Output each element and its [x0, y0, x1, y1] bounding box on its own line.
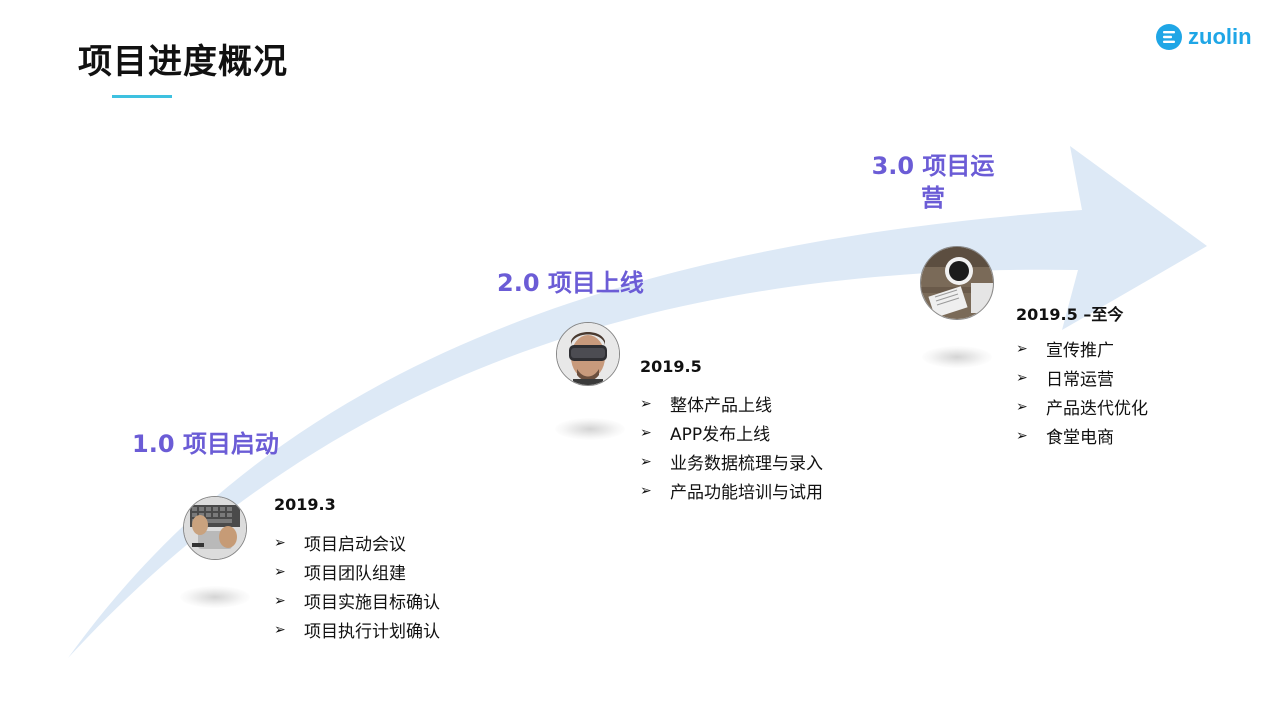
list-item: ➢ 业务数据梳理与录入: [640, 447, 823, 476]
arrow-bullet-icon: ➢: [1016, 398, 1028, 415]
list-item: ➢ 食堂电商: [1016, 421, 1148, 450]
arrow-bullet-icon: ➢: [274, 563, 286, 580]
task-label: 产品迭代优化: [1046, 399, 1148, 419]
arrow-bullet-icon: ➢: [274, 592, 286, 609]
list-item: ➢ 宣传推广: [1016, 334, 1148, 363]
arrow-bullet-icon: ➢: [640, 453, 652, 470]
stage-3-task-list: ➢ 宣传推广 ➢ 日常运营 ➢ 产品迭代优化 ➢ 食堂电商: [1016, 334, 1148, 450]
arrow-bullet-icon: ➢: [640, 424, 652, 441]
stage-2-title: 2.0 项目上线: [497, 269, 644, 297]
task-label: 食堂电商: [1046, 428, 1114, 448]
task-label: 项目实施目标确认: [304, 593, 440, 613]
arrow-bullet-icon: ➢: [1016, 340, 1028, 357]
arrow-bullet-icon: ➢: [274, 534, 286, 551]
arrow-bullet-icon: ➢: [640, 395, 652, 412]
stage-2-date: 2019.5: [640, 357, 702, 376]
task-label: APP发布上线: [670, 425, 771, 445]
brand-logo: zuolin: [1156, 24, 1252, 50]
stage-2-photo-shadow: [555, 418, 625, 440]
list-item: ➢ 产品迭代优化: [1016, 392, 1148, 421]
task-label: 整体产品上线: [670, 396, 772, 416]
laptop-typing-photo: [183, 496, 247, 560]
task-label: 宣传推广: [1046, 341, 1114, 361]
stage-1-title: 1.0 项目启动: [132, 430, 279, 458]
task-label: 项目执行计划确认: [304, 622, 440, 642]
list-item: ➢ 日常运营: [1016, 363, 1148, 392]
stage-1-task-list: ➢ 项目启动会议 ➢ 项目团队组建 ➢ 项目实施目标确认 ➢ 项目执行计划确认: [274, 528, 440, 644]
page-title: 项目进度概况: [78, 42, 288, 82]
vr-headset-photo: [556, 322, 620, 386]
stage-3-title: 3.0 项目运 营: [871, 152, 995, 212]
list-item: ➢ 整体产品上线: [640, 389, 823, 418]
stage-1-date: 2019.3: [274, 495, 336, 514]
stage-2-task-list: ➢ 整体产品上线 ➢ APP发布上线 ➢ 业务数据梳理与录入 ➢ 产品功能培训与试用: [640, 389, 823, 505]
list-item: ➢ APP发布上线: [640, 418, 823, 447]
zuolin-logo-icon: [1156, 24, 1182, 50]
arrow-bullet-icon: ➢: [640, 482, 652, 499]
stage-1-photo-shadow: [180, 586, 250, 608]
coffee-desk-photo: [920, 246, 994, 320]
brand-name: zuolin: [1188, 24, 1252, 49]
task-label: 日常运营: [1046, 370, 1114, 390]
task-label: 产品功能培训与试用: [670, 483, 823, 503]
stage-3-photo-shadow: [922, 346, 992, 368]
stage-3-date: 2019.5 –至今: [1016, 305, 1124, 324]
list-item: ➢ 项目实施目标确认: [274, 586, 440, 615]
title-underline: [112, 95, 172, 98]
task-label: 项目启动会议: [304, 535, 406, 555]
arrow-bullet-icon: ➢: [1016, 369, 1028, 386]
list-item: ➢ 项目执行计划确认: [274, 615, 440, 644]
task-label: 项目团队组建: [304, 564, 406, 584]
progress-arrow-shape: [68, 146, 1207, 658]
task-label: 业务数据梳理与录入: [670, 454, 823, 474]
arrow-bullet-icon: ➢: [274, 621, 286, 638]
list-item: ➢ 产品功能培训与试用: [640, 476, 823, 505]
arrow-bullet-icon: ➢: [1016, 427, 1028, 444]
list-item: ➢ 项目团队组建: [274, 557, 440, 586]
list-item: ➢ 项目启动会议: [274, 528, 440, 557]
